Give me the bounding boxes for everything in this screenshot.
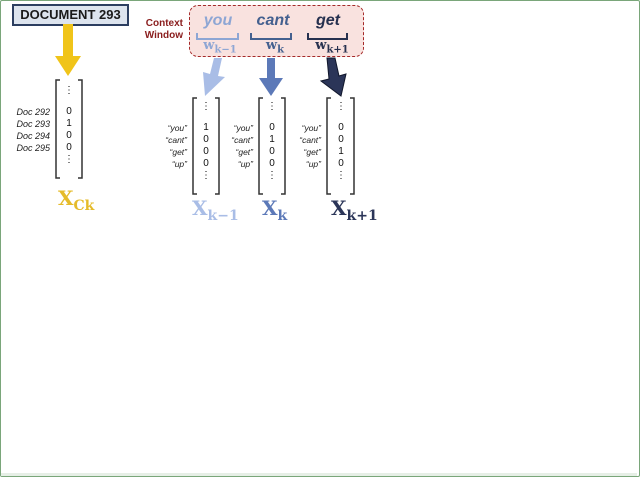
word-vector-prev-ellipsis-top: ⋮ [201, 101, 211, 112]
doc-vector-value: 1 [66, 118, 72, 129]
brace-current [250, 33, 292, 40]
word-arrow-next [319, 57, 347, 97]
doc-vector-value: 0 [66, 106, 72, 117]
word-vector-current-value: 0 [269, 158, 275, 169]
word-vector-next-right-bracket [350, 97, 355, 195]
doc-vector-right-bracket [78, 79, 83, 179]
word-vector-prev-value: 1 [203, 122, 209, 133]
doc-vector-ellipsis-top: ⋮ [64, 85, 74, 96]
doc-vector-ellipsis-bottom: ⋮ [64, 154, 74, 165]
doc-row-label: Doc 293 [16, 119, 50, 129]
context-label-line2: Window [144, 30, 183, 41]
word-vector-prev-label: Xk−1 [192, 196, 239, 224]
word-vector-next-ellipsis-top: ⋮ [336, 101, 346, 112]
context-window-label: Context Window [139, 18, 183, 42]
word-vector-next-label-symbol: X [331, 196, 347, 220]
word-vector-next-label: Xk+1 [331, 196, 378, 224]
word-vector-prev-ellipsis-bottom: ⋮ [201, 170, 211, 181]
context-symbol-current: wk [247, 38, 303, 56]
word-row-label: “get” [235, 147, 253, 157]
document-box-label: DOCUMENT 293 [20, 7, 121, 22]
brace-prev [196, 33, 239, 40]
word-row-label: “cant” [165, 135, 187, 145]
word-row-label: “get” [303, 147, 321, 157]
context-window-box [189, 5, 364, 57]
context-word-prev-text: you [203, 12, 233, 29]
doc-vector-left-bracket [55, 79, 60, 179]
doc-vector-label: XCk [58, 186, 94, 214]
word-vector-current-label-sub: k [277, 208, 288, 224]
word-vector-next-value: 1 [338, 146, 344, 157]
word-vector-next-value: 0 [338, 122, 344, 133]
word-vector-current-value: 0 [269, 122, 275, 133]
word-vector-current-label: Xk [262, 196, 287, 224]
word-row-label: “you” [167, 123, 187, 133]
word-vector-current-label-symbol: X [262, 196, 278, 220]
context-symbol-next: wk+1 [304, 38, 360, 56]
word-vector-next-value: 0 [338, 134, 344, 145]
context-symbol-next-base: w [315, 38, 327, 53]
word-vector-prev-left-bracket [192, 97, 197, 195]
context-symbol-prev-sub: k−1 [214, 44, 237, 56]
word-vector-current-ellipsis-top: ⋮ [267, 101, 277, 112]
doc-vector-label-symbol: X [58, 186, 74, 210]
word-vector-next-label-sub: k+1 [346, 208, 378, 224]
context-word-next-text: get [316, 12, 340, 29]
word-vector-prev-value: 0 [203, 158, 209, 169]
word-vector-next-left-bracket [326, 97, 331, 195]
word-vector-prev-value: 0 [203, 146, 209, 157]
context-word-current: cant [245, 12, 301, 30]
doc-row-label: Doc 295 [16, 143, 50, 153]
word-vector-current-left-bracket [258, 97, 263, 195]
word-arrow-prev [203, 58, 225, 96]
bottom-strip [1, 473, 637, 476]
word-vector-current-ellipsis-bottom: ⋮ [267, 170, 277, 181]
word-row-label: “up” [305, 159, 321, 169]
word-arrow-current [259, 58, 283, 96]
doc-row-label: Doc 294 [16, 131, 50, 141]
word-row-label: “get” [169, 147, 187, 157]
word-vector-next-value: 0 [338, 158, 344, 169]
context-word-current-text: cant [256, 12, 290, 29]
word-vector-prev-label-symbol: X [192, 196, 208, 220]
word-vector-current-value: 1 [269, 134, 275, 145]
doc-row-label: Doc 292 [16, 107, 50, 117]
brace-next [307, 33, 348, 40]
context-word-next: get [300, 12, 356, 30]
word-row-label: “up” [171, 159, 187, 169]
context-symbol-prev-base: w [203, 38, 215, 53]
context-word-prev: you [190, 12, 246, 30]
word-row-label: “you” [301, 123, 321, 133]
context-symbol-next-sub: k+1 [326, 44, 349, 56]
word-vector-prev-label-sub: k−1 [207, 208, 239, 224]
word-vector-prev-value: 0 [203, 134, 209, 145]
context-symbol-prev: wk−1 [192, 38, 248, 56]
doc-vector-label-sub: Ck [73, 198, 95, 214]
context-label-line1: Context [145, 18, 183, 29]
doc-vector-value: 0 [66, 142, 72, 153]
word-row-label: “cant” [231, 135, 253, 145]
document-arrow [55, 24, 81, 76]
word-row-label: “cant” [299, 135, 321, 145]
word-row-label: “up” [237, 159, 253, 169]
word-vector-current-value: 0 [269, 146, 275, 157]
context-symbol-current-sub: k [277, 44, 285, 56]
word-vector-next-ellipsis-bottom: ⋮ [336, 170, 346, 181]
doc-vector-value: 0 [66, 130, 72, 141]
word-vector-prev-right-bracket [215, 97, 220, 195]
word-vector-current-right-bracket [281, 97, 286, 195]
word-row-label: “you” [233, 123, 253, 133]
context-symbol-current-base: w [265, 38, 278, 53]
